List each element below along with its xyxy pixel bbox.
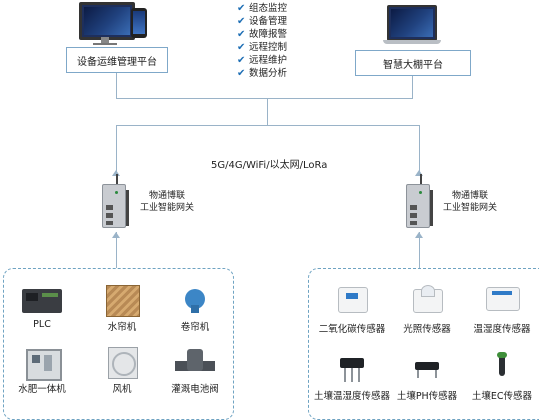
connector-center-vertical <box>267 98 269 126</box>
connector-mid-horizontal <box>116 125 420 127</box>
left-gateway-line2: 工业智能网关 <box>140 203 195 213</box>
right-gateway-label: 物通博联 工业智能网关 <box>443 190 497 214</box>
connector-left-gateway <box>116 125 118 175</box>
fan-icon <box>100 347 144 379</box>
sensor-item: 土壤PH传感器 <box>384 352 470 402</box>
device-item: 水肥一体机 <box>2 347 82 395</box>
connector-right-platform <box>412 75 414 98</box>
feature-item: ✔远程维护 <box>237 55 288 66</box>
device-item: 水帘机 <box>82 285 162 333</box>
right-gateway-line2: 工业智能网关 <box>443 203 498 213</box>
arrow-up-left-devices <box>112 232 120 238</box>
feature-item: ✔故障报警 <box>237 29 288 40</box>
sensor-item: 土壤EC传感器 <box>459 352 539 402</box>
left-platform-box: 设备运维管理平台 <box>66 47 168 73</box>
device-item: 风机 <box>82 347 162 395</box>
check-icon: ✔ <box>237 68 246 79</box>
connector-right-sensors <box>419 232 421 268</box>
soil-temp-humidity-sensor-icon <box>334 352 370 384</box>
fertigation-machine-icon <box>20 347 64 381</box>
soil-ph-sensor-icon <box>409 352 445 384</box>
temp-humidity-sensor-icon <box>484 285 520 317</box>
light-sensor-icon <box>409 285 445 317</box>
left-gateway-icon <box>98 174 132 230</box>
plc-icon <box>20 285 64 315</box>
right-gateway-icon <box>402 174 436 230</box>
feature-item: ✔数据分析 <box>237 68 288 79</box>
network-label: 5G/4G/WiFi/以太网/LoRa <box>211 160 328 171</box>
right-platform-label: 智慧大棚平台 <box>383 59 443 71</box>
connector-top-horizontal <box>116 98 413 100</box>
roller-motor-icon <box>173 285 217 315</box>
check-icon: ✔ <box>237 3 246 14</box>
check-icon: ✔ <box>237 55 246 66</box>
co2-sensor-icon <box>334 285 370 317</box>
connector-right-gateway <box>419 125 421 175</box>
left-platform-label: 设备运维管理平台 <box>77 56 157 68</box>
check-icon: ✔ <box>237 16 246 27</box>
irrigation-valve-icon <box>173 347 217 377</box>
sensor-item: 光照传感器 <box>384 285 470 335</box>
connector-left-platform <box>116 72 118 98</box>
right-platform-box: 智慧大棚平台 <box>355 50 471 76</box>
right-gateway-line1: 物通博联 <box>452 191 489 201</box>
arrow-up-right-sensors <box>415 232 423 238</box>
laptop-icon <box>383 5 443 47</box>
monitor-phone-icon <box>79 2 149 46</box>
left-gateway-line1: 物通博联 <box>149 191 186 201</box>
water-curtain-icon <box>100 285 144 317</box>
soil-ec-sensor-icon <box>484 352 520 384</box>
device-item: PLC <box>2 285 82 330</box>
connector-left-devices <box>116 232 118 268</box>
feature-item: ✔远程控制 <box>237 42 288 53</box>
feature-item: ✔设备管理 <box>237 16 288 27</box>
sensor-item: 温湿度传感器 <box>459 285 539 335</box>
check-icon: ✔ <box>237 29 246 40</box>
device-item: 卷帘机 <box>155 285 235 333</box>
feature-item: ✔组态监控 <box>237 3 288 14</box>
left-gateway-label: 物通博联 工业智能网关 <box>140 190 194 214</box>
arrow-up-right-gateway <box>415 170 423 176</box>
arrow-up-left-gateway <box>112 170 120 176</box>
device-item: 灌溉电池阀 <box>155 347 235 395</box>
sensor-item: 二氧化碳传感器 <box>309 285 395 335</box>
sensor-item: 土壤温湿度传感器 <box>309 352 395 402</box>
check-icon: ✔ <box>237 42 246 53</box>
